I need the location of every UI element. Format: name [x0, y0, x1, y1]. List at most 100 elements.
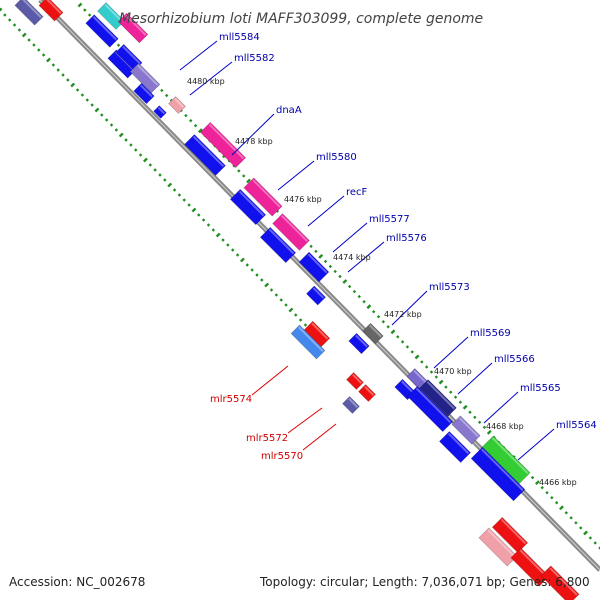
gene-feature [129, 62, 161, 94]
tick-dot [3, 13, 7, 17]
gene-features [14, 0, 580, 600]
tick-dot [158, 173, 162, 177]
tick-dot [129, 143, 133, 147]
tick-dot [372, 309, 376, 314]
tick-dot [588, 536, 593, 540]
tick-dot [66, 78, 70, 82]
tick-dot [386, 325, 390, 329]
tick-dot [51, 63, 56, 67]
tick-dot [182, 198, 186, 202]
gene-label-mll5582: mll5582 [234, 53, 275, 64]
tick-dot [116, 43, 121, 47]
tick-dot [298, 318, 303, 322]
tick-dot [83, 8, 87, 12]
tick-dot [104, 118, 109, 122]
tick-dot [12, 23, 17, 27]
tick-dot [362, 299, 366, 304]
tick-dot [100, 113, 104, 117]
tick-dot [211, 228, 216, 232]
gene-label-recF: recF [346, 187, 368, 198]
leader-line-mll5573 [391, 290, 428, 326]
leader-line-mll5584 [179, 40, 218, 71]
gene-label-mlr5570: mlr5570 [261, 451, 303, 462]
tick-dot [559, 505, 564, 511]
tick-dot [240, 257, 245, 263]
gene-label-mll5565: mll5565 [520, 383, 561, 394]
tick-dot [201, 218, 206, 222]
tick-dot [197, 128, 203, 134]
tick-dot [328, 264, 333, 269]
tick-dot [314, 249, 318, 254]
gene-label-mlr5572: mlr5572 [246, 433, 288, 444]
leader-line-mll5576 [347, 241, 385, 273]
gene-feature [491, 516, 529, 554]
tick-dot [288, 307, 294, 313]
leader-line-mlr5574 [251, 365, 289, 396]
tick-dot [191, 207, 197, 213]
leader-line-mll5564 [517, 428, 555, 461]
tick-dot [21, 32, 27, 38]
tick-dot [554, 501, 559, 505]
gene-label-mlr5574: mlr5574 [210, 394, 252, 405]
genome-summary-text: Topology: circular; Length: 7,036,071 bp… [259, 575, 590, 589]
gene-feature [406, 385, 454, 433]
tick-dot [143, 157, 148, 163]
tick-dot [333, 269, 337, 274]
gene-feature [478, 527, 518, 567]
tick-dot [7, 18, 12, 22]
label-leader-lines [179, 40, 555, 461]
tick-dot [124, 138, 128, 142]
tick-dot [215, 232, 221, 238]
tick-dot [17, 28, 22, 32]
gene-label-mll5580: mll5580 [316, 152, 357, 163]
gene-label-mll5576: mll5576 [386, 233, 427, 244]
tick-dot [264, 282, 270, 288]
tick-dot [323, 259, 328, 264]
gene-feature [97, 2, 125, 30]
gene-feature [168, 96, 186, 114]
tick-dot [160, 88, 164, 93]
tick-dot [420, 360, 424, 364]
tick-label-4472: 4472 kbp [384, 310, 422, 319]
gene-feature [85, 14, 119, 48]
tick-dot [226, 243, 230, 247]
tick-dot [70, 82, 76, 88]
gene-feature [272, 213, 310, 251]
tick-dot [172, 188, 177, 192]
accession-text: Accession: NC_002678 [9, 575, 145, 589]
tick-label-4476: 4476 kbp [284, 195, 322, 204]
gene-feature [259, 226, 297, 264]
tick-dot [114, 128, 119, 132]
tick-dot [187, 203, 191, 207]
tick-dot [342, 279, 348, 284]
gene-feature [107, 49, 137, 79]
tick-dot [177, 193, 182, 197]
tick-dot [357, 294, 361, 299]
tick-dot [138, 153, 143, 157]
tick-dot [77, 2, 83, 8]
tick-dot [376, 315, 381, 319]
tick-dot [153, 168, 157, 172]
tick-dot [37, 48, 41, 52]
tick-dot [134, 148, 138, 152]
tick-dot [318, 253, 324, 259]
tick-dot [0, 7, 3, 13]
tick-dot [579, 526, 583, 530]
gene-label-mll5573: mll5573 [429, 282, 470, 293]
gene-feature [451, 415, 481, 445]
tick-dot [27, 38, 31, 42]
tick-dot [32, 43, 36, 47]
leader-line-recF [307, 195, 345, 227]
tick-dot [396, 335, 400, 339]
gene-feature [439, 431, 471, 463]
tick-dot [206, 223, 211, 227]
tick-dot [366, 304, 372, 310]
tick-dot [569, 516, 573, 520]
tick-dot [309, 244, 313, 249]
tick-dot [235, 253, 240, 257]
tick-label-4470: 4470 kbp [434, 367, 472, 376]
tick-dot [545, 490, 549, 495]
tick-dot [75, 88, 80, 92]
tick-dot [118, 132, 124, 138]
